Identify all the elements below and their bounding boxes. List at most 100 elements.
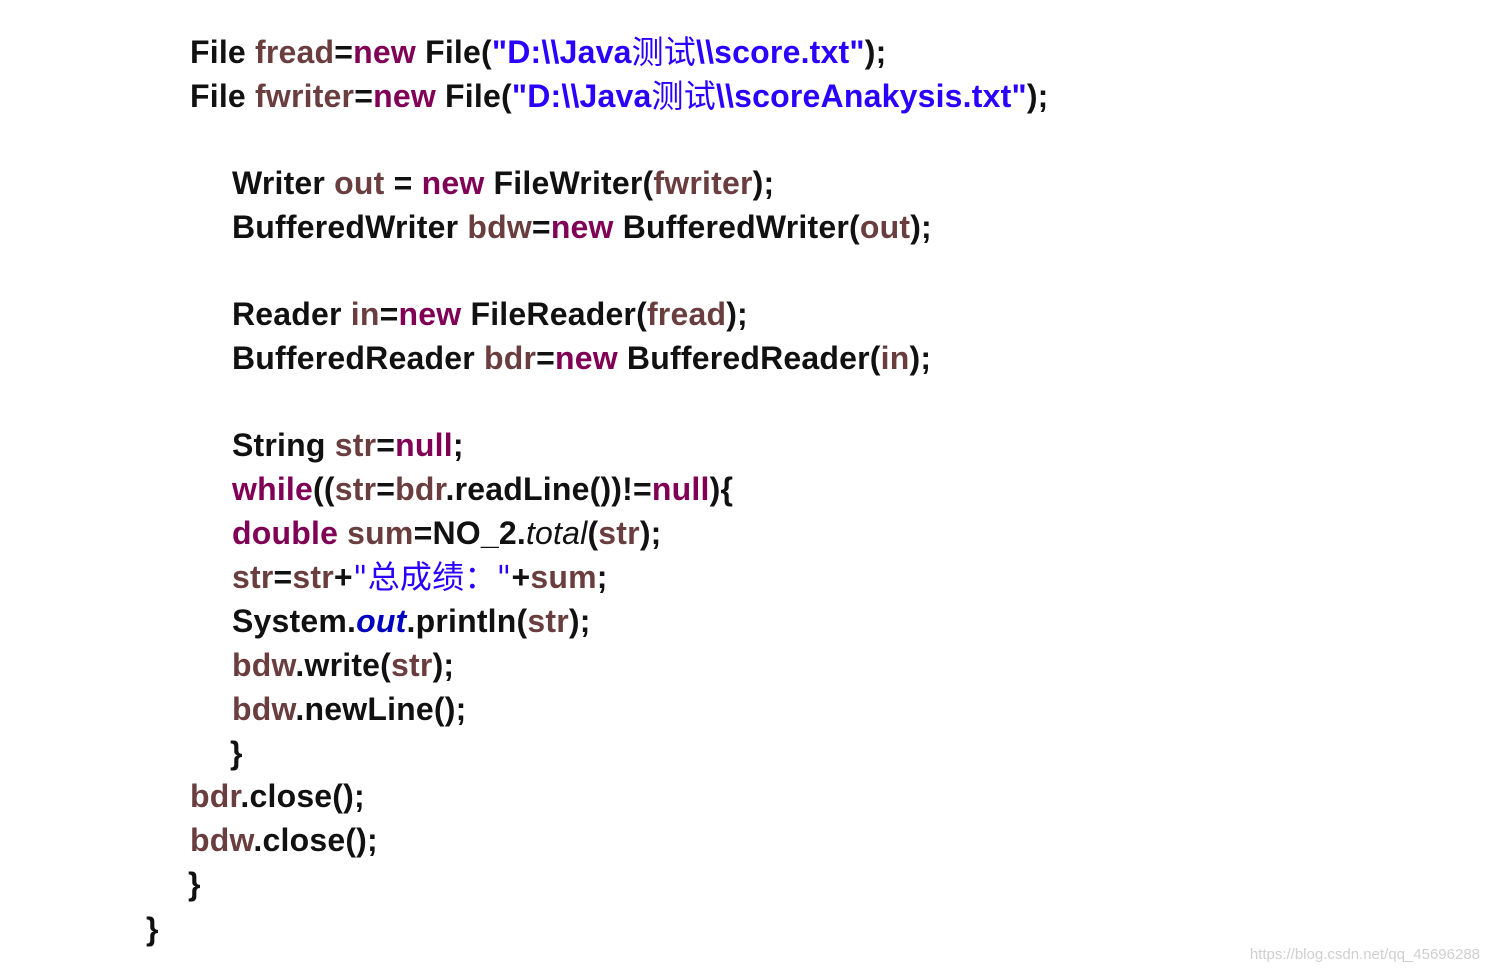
code-token: "总成绩：" <box>352 558 512 596</box>
code-token: str <box>334 471 377 507</box>
code-token: null <box>651 471 710 507</box>
code-token: } <box>188 866 201 902</box>
code-token: out <box>356 603 407 639</box>
code-line: bdr.close(); <box>190 774 365 818</box>
code-token: .println( <box>406 603 528 639</box>
code-token: bdr <box>483 340 537 376</box>
code-token: File( <box>435 78 512 114</box>
code-token: } <box>146 911 159 947</box>
code-token: (( <box>313 471 335 507</box>
code-token: bdw <box>190 822 254 858</box>
code-token: ); <box>864 34 887 70</box>
code-token: in <box>880 340 910 376</box>
code-line: } <box>188 862 201 906</box>
code-token: = <box>379 296 399 332</box>
code-token: ; <box>452 427 464 463</box>
code-token: "D:\\Java <box>511 78 652 114</box>
code-token: 测试 <box>651 77 716 115</box>
code-token: new <box>421 165 485 201</box>
code-token: BufferedWriter( <box>613 209 860 245</box>
code-token: = <box>273 559 293 595</box>
code-token: str <box>232 559 274 595</box>
code-token: fread <box>646 296 727 332</box>
code-token: bdw <box>232 647 296 683</box>
code-token: 测试 <box>631 33 696 71</box>
code-token: bdw <box>232 691 296 727</box>
code-token: "D:\\Java <box>491 34 632 70</box>
code-token: double <box>232 515 339 551</box>
code-line: System.out.println(str); <box>232 599 591 643</box>
code-line: BufferedReader bdr=new BufferedReader(in… <box>232 336 931 380</box>
watermark: https://blog.csdn.net/qq_45696288 <box>1249 946 1480 963</box>
code-token: new <box>398 296 462 332</box>
code-token: ); <box>1026 78 1049 114</box>
code-token: ( <box>587 515 599 551</box>
code-token: ); <box>909 340 932 376</box>
code-token: .readLine())!= <box>445 471 652 507</box>
code-token: Reader <box>232 296 351 332</box>
code-line: bdw.close(); <box>190 818 378 862</box>
code-token: ); <box>910 209 932 245</box>
code-token: + <box>333 559 353 595</box>
code-token: ; <box>596 559 608 595</box>
code-token: null <box>395 427 453 463</box>
code-token: str <box>391 647 433 683</box>
code-token: File <box>190 34 256 70</box>
code-token: BufferedReader <box>232 340 484 376</box>
code-line: BufferedWriter bdw=new BufferedWriter(ou… <box>232 205 932 249</box>
code-token: = <box>334 34 354 70</box>
code-line: double sum=NO_2.total(str); <box>232 511 662 555</box>
code-token: bdr <box>190 778 241 814</box>
code-line: String str=null; <box>232 423 464 467</box>
code-token: BufferedReader( <box>617 340 881 376</box>
code-token: while <box>232 471 314 507</box>
code-token: ); <box>752 165 775 201</box>
code-token: out <box>334 165 385 201</box>
code-line: str=str+"总成绩："+sum; <box>232 555 608 599</box>
code-line: while((str=bdr.readLine())!=null){ <box>232 467 733 511</box>
code-line: bdw.write(str); <box>232 643 454 687</box>
code-line: Writer out = new FileWriter(fwriter); <box>232 161 774 205</box>
code-token: fwriter <box>653 165 753 201</box>
code-line: Reader in=new FileReader(fread); <box>232 292 748 336</box>
code-token: new <box>550 209 614 245</box>
code-token: =NO_2. <box>413 515 526 551</box>
code-token <box>338 515 347 551</box>
code-token: total <box>525 515 588 551</box>
code-token: FileWriter( <box>484 165 654 201</box>
code-token: fwriter <box>255 78 355 114</box>
code-token: new <box>373 78 436 114</box>
code-token: File <box>190 78 256 114</box>
code-token: new <box>555 340 618 376</box>
code-token: .close(); <box>240 778 365 814</box>
code-token: File( <box>416 34 492 70</box>
code-line: } <box>146 907 159 951</box>
code-token: System. <box>232 603 357 639</box>
code-line: File fread=new File("D:\\Java测试\\score.t… <box>190 30 886 74</box>
code-line: } <box>230 731 243 775</box>
code-token: bdw <box>467 209 532 245</box>
code-token: Writer <box>232 165 335 201</box>
code-token: ); <box>568 603 591 639</box>
code-token: .write( <box>295 647 392 683</box>
code-line: bdw.newLine(); <box>232 687 466 731</box>
code-token: str <box>334 427 377 463</box>
code-token: fread <box>255 34 335 70</box>
code-token: sum <box>530 559 597 595</box>
code-token: = <box>354 78 374 114</box>
code-token: new <box>353 34 416 70</box>
code-token: String <box>232 427 335 463</box>
code-token: sum <box>347 515 414 551</box>
code-token: BufferedWriter <box>232 209 468 245</box>
code-token: ); <box>432 647 455 683</box>
code-token: bdr <box>395 471 446 507</box>
code-token: = <box>376 471 396 507</box>
code-token: + <box>511 559 531 595</box>
code-token: str <box>527 603 569 639</box>
code-token: FileReader( <box>461 296 647 332</box>
code-token: .close(); <box>253 822 378 858</box>
code-token: ); <box>726 296 748 332</box>
code-token: = <box>376 427 396 463</box>
code-line: File fwriter=new File("D:\\Java测试\\score… <box>190 74 1049 118</box>
